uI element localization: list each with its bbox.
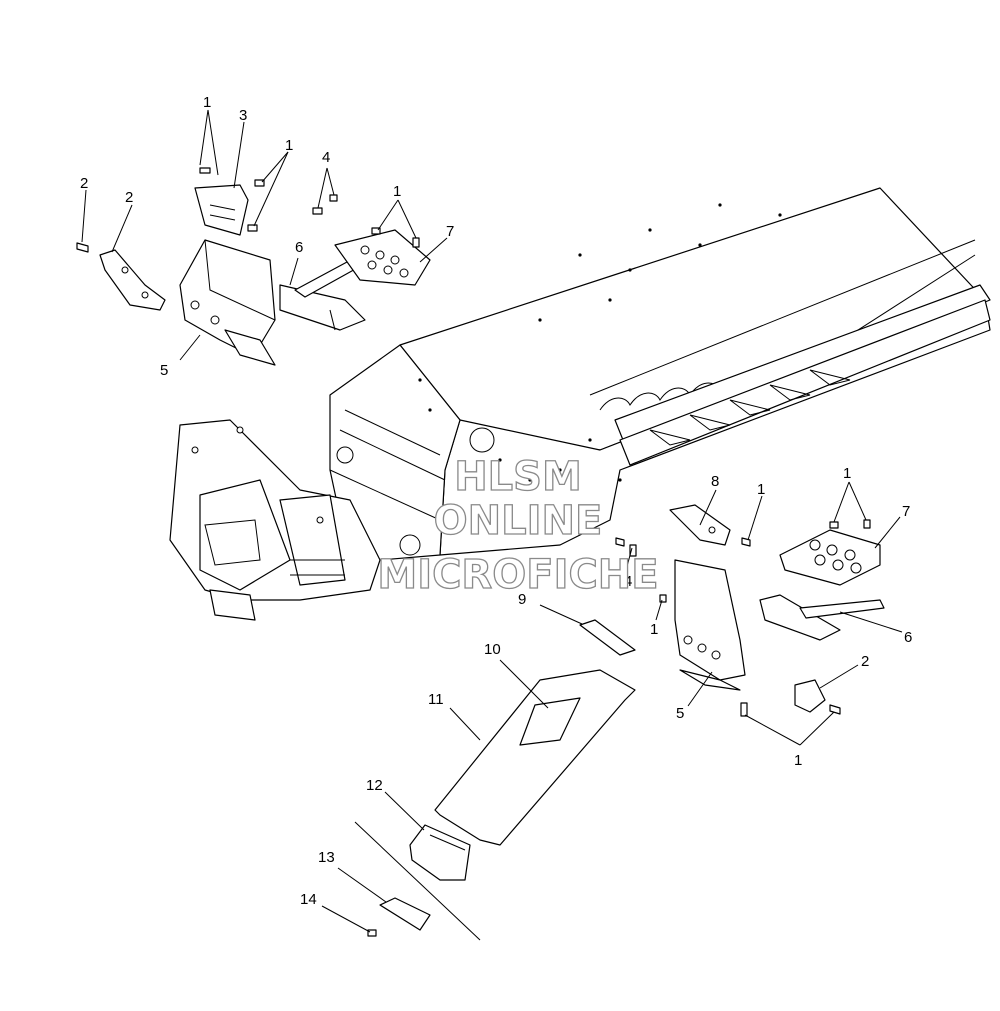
watermark-line-2: ONLINE (434, 498, 603, 544)
callout-1-g: 1 (650, 621, 658, 638)
callout-labels: 2 3 1 1 4 1 2 7 6 5 8 1 1 7 4 9 1 6 10 2… (80, 94, 912, 908)
bracket-12 (409, 824, 471, 881)
callout-1-f: 1 (843, 465, 851, 482)
callout-13: 13 (318, 849, 335, 866)
callout-1-h: 1 (794, 752, 802, 769)
footrest-bracket-upper (179, 239, 276, 366)
bracket-2-lower (794, 679, 826, 713)
plate-13 (379, 897, 431, 931)
callout-12: 12 (366, 777, 383, 794)
strip-9 (579, 619, 636, 656)
callout-1-c: 1 (285, 137, 293, 154)
bracket-3 (194, 184, 249, 236)
callout-1-e: 1 (757, 481, 765, 498)
callout-5-b: 5 (676, 705, 684, 722)
callout-6-a: 6 (295, 239, 303, 256)
watermark: HLSM ONLINE MICROFICHE (377, 453, 660, 598)
callout-1-a: 2 (80, 175, 88, 192)
callout-1-d: 1 (393, 183, 401, 200)
watermark-line-3: MICROFICHE (377, 552, 658, 598)
bracket-6-lower (759, 594, 885, 641)
callout-4-b: 4 (624, 573, 632, 590)
footrest-bracket-lower (674, 559, 746, 691)
callout-9: 9 (518, 591, 526, 608)
plate-7-lower (779, 529, 881, 586)
callout-2-b: 2 (861, 653, 869, 670)
watermark-line-1: HLSM (454, 454, 582, 500)
callout-4-a: 4 (322, 149, 330, 166)
callout-8: 8 (711, 473, 719, 490)
callout-6-b: 6 (904, 629, 912, 646)
plate-7-upper (334, 229, 431, 286)
callout-10: 10 (484, 641, 501, 658)
callout-2-a: 2 (125, 189, 133, 206)
callout-7-a: 7 (446, 223, 454, 240)
callout-7-b: 7 (902, 503, 910, 520)
bracket-2-upper (99, 249, 166, 311)
callout-14: 14 (300, 891, 317, 908)
callout-11: 11 (428, 691, 444, 708)
skid-plate-11 (434, 669, 636, 846)
leader-lines (81, 109, 903, 933)
callout-1-b: 1 (203, 94, 211, 111)
callout-5-a: 5 (160, 362, 168, 379)
callout-3: 3 (239, 107, 247, 124)
tunnel-chassis (169, 187, 991, 621)
